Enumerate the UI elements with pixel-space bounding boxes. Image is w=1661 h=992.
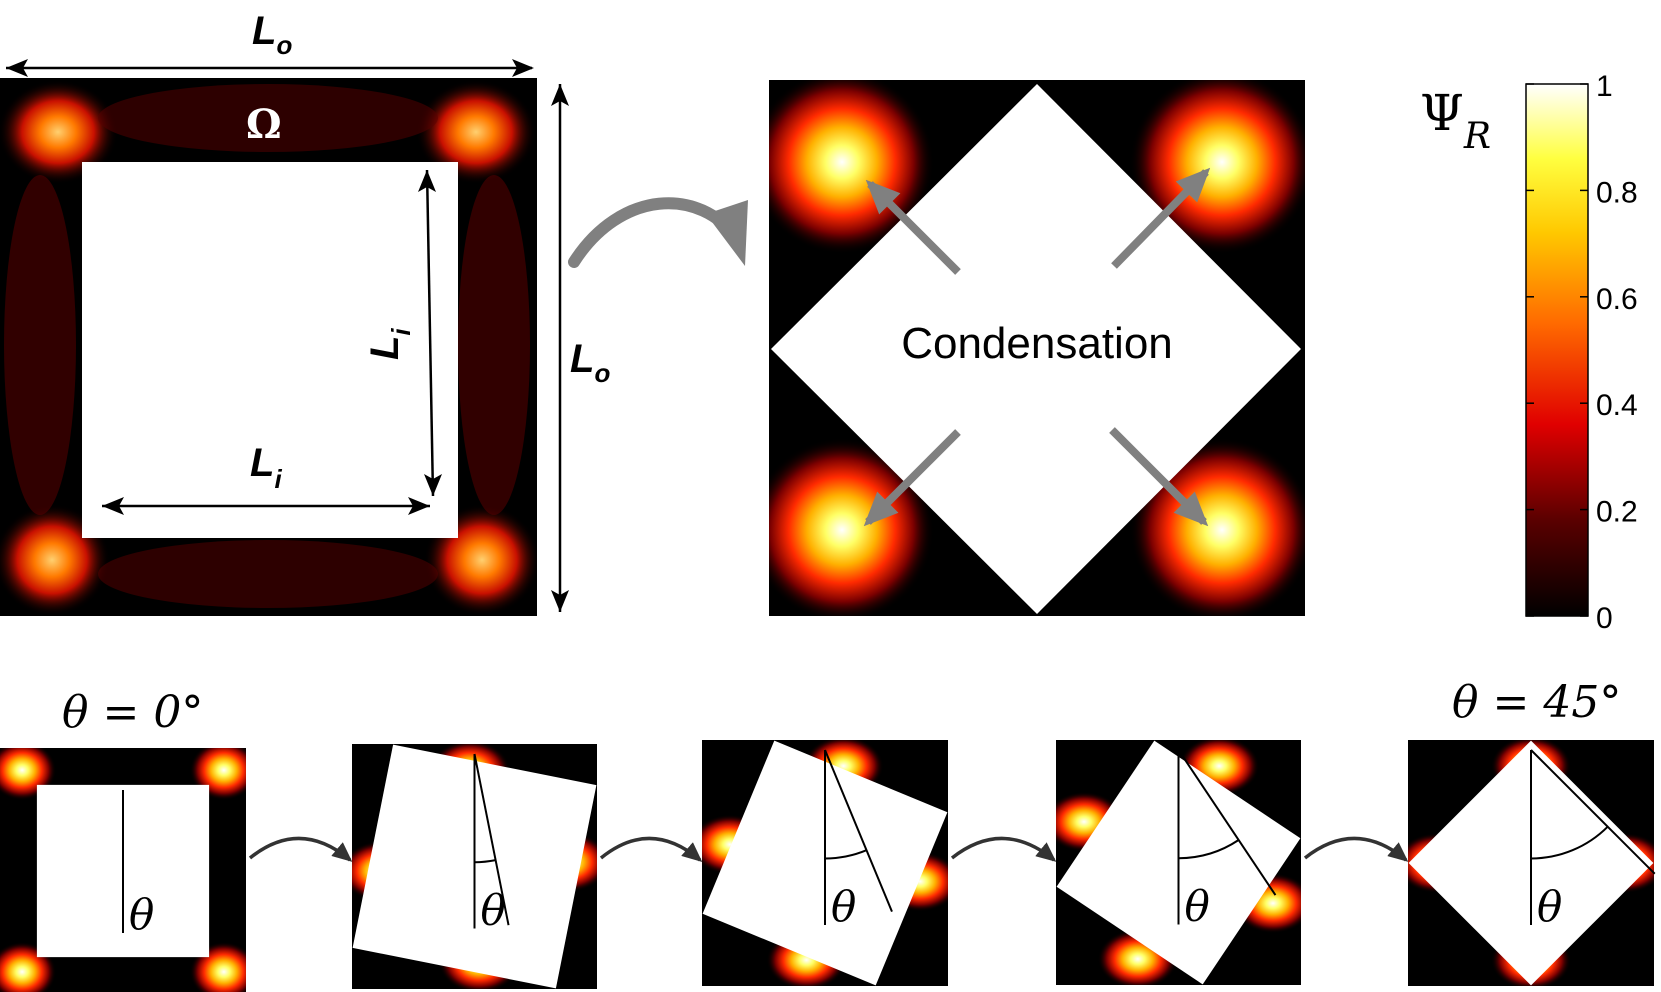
sequence-arrow: [1303, 836, 1409, 862]
sequence-arrow: [599, 836, 703, 862]
theta-rotated-line: [1177, 749, 1277, 896]
inner-length-arrow-vertical: [425, 169, 435, 497]
theta-symbol: θ: [1537, 882, 1562, 931]
panel-condensation: Condensation: [769, 80, 1305, 616]
field-glow: [0, 80, 537, 616]
sequence-arrow: [950, 836, 1057, 862]
arrow-top-left: [865, 179, 961, 275]
theta-rotated-line: [1530, 749, 1656, 875]
colorbar-gradient: [1525, 83, 1589, 617]
theta-arc: [1530, 825, 1609, 860]
arrow-top-right: [1111, 167, 1211, 269]
rotation-panel: θ: [1056, 740, 1301, 985]
theta-arc: [1178, 839, 1240, 860]
rotation-panel: θ: [352, 744, 597, 989]
arrowhead: [6, 59, 28, 77]
theta-start-label: θ = 0°: [62, 687, 203, 738]
arrow-bottom-right: [1109, 427, 1209, 527]
theta-end-label: θ = 45°: [1452, 677, 1621, 728]
theta-symbol: θ: [129, 890, 154, 939]
inner-length-label-horizontal: Li: [250, 441, 282, 494]
theta-symbol: θ: [481, 886, 506, 935]
inner-length-label-vertical: Li: [363, 328, 416, 360]
transition-arrowhead: [706, 200, 748, 266]
colorbar-symbol: ΨR: [1420, 84, 1491, 157]
colorbar-tick-label: 0.6: [1596, 283, 1638, 316]
colorbar-tick-label: 0.8: [1596, 176, 1638, 209]
rotation-panel: θ: [1408, 740, 1656, 986]
colorbar-tick-label: 0.2: [1596, 496, 1638, 529]
rotation-panel: θ: [702, 740, 948, 986]
theta-rotated-line: [473, 753, 510, 926]
rotation-panel: θ: [0, 748, 246, 992]
theta-arc: [824, 849, 867, 860]
arrow-bottom-left: [863, 429, 961, 527]
colorbar-tick-label: 0.4: [1596, 389, 1638, 422]
hotspot-bottom-right: [1130, 438, 1305, 616]
outer-length-label-right: Lo: [570, 337, 610, 388]
theta-symbol: θ: [831, 882, 856, 931]
panel-square-domain: Lo Lo Ω Li Li: [0, 9, 610, 616]
theta-symbol: θ: [1185, 882, 1210, 931]
condensation-label: Condensation: [901, 319, 1173, 368]
theta-rotated-line: [824, 749, 893, 913]
inner-square-hole: [82, 162, 458, 538]
theta-arc: [474, 859, 496, 864]
colorbar-tick-label: 1: [1596, 70, 1613, 103]
colorbar-ticks: 0 0.2 0.4 0.6 0.8 1: [1526, 70, 1638, 635]
domain-omega-label: Ω: [246, 101, 282, 148]
colorbar: 0 0.2 0.4 0.6 0.8 1 ΨR: [1420, 70, 1638, 635]
sequence-arrow: [248, 836, 353, 862]
hotspot-bottom-left: [769, 438, 934, 616]
colorbar-tick-label: 0: [1596, 602, 1613, 635]
outer-length-label-top: Lo: [252, 9, 292, 60]
